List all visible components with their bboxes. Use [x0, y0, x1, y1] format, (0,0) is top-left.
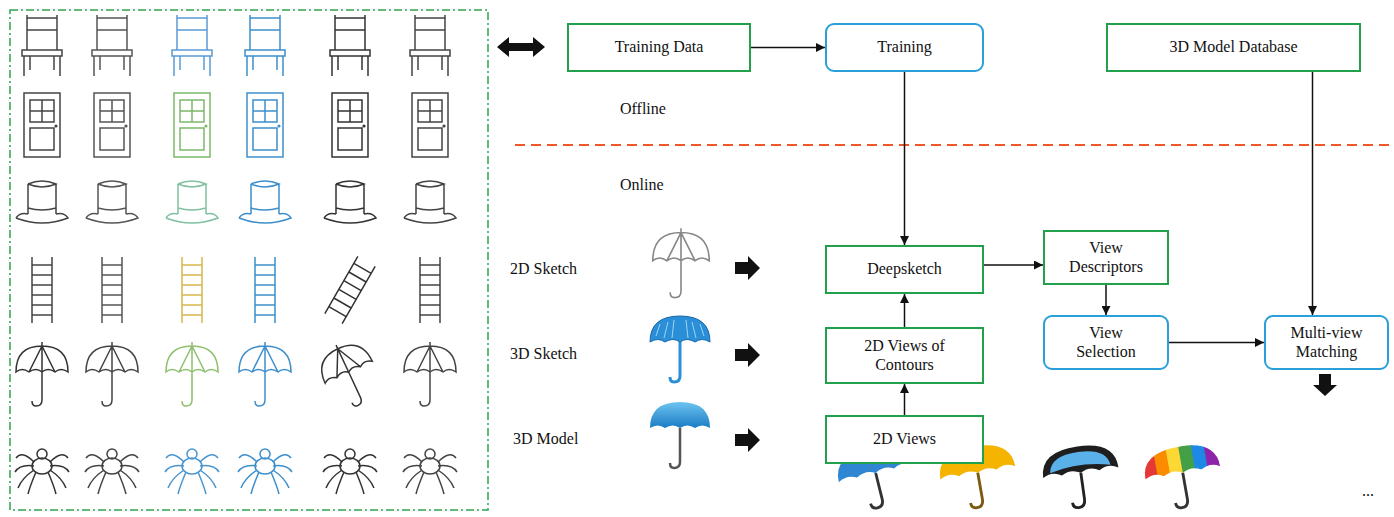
block-arrow [1313, 374, 1337, 396]
box-text: 3D Model Database [1170, 38, 1298, 56]
row-label: 3D Model [513, 430, 578, 448]
flow-arrow [904, 72, 906, 245]
process-box: View Selection [1043, 315, 1169, 370]
flow-arrow [904, 384, 906, 415]
section-label: Online [620, 176, 664, 194]
blue-sketch-umbrella [650, 316, 710, 382]
flow-arrow [984, 264, 1043, 266]
box-text: View Descriptors [1061, 239, 1151, 276]
data-box: 3D Model Database [1106, 23, 1361, 72]
data-box: 2D Views of Contours [825, 327, 984, 384]
box-text: View Selection [1066, 324, 1146, 361]
block-arrow [735, 343, 760, 367]
result-umbrella [1140, 438, 1226, 513]
divider-line [515, 144, 1394, 146]
process-box: Multi-view Matching [1264, 315, 1389, 370]
data-box: 2D Views [825, 415, 984, 464]
flow-arrow [1105, 285, 1107, 315]
dashed-panel [10, 10, 488, 510]
block-arrow [735, 256, 760, 280]
flow-arrow [1312, 72, 1314, 315]
box-text: Training Data [615, 38, 704, 56]
model-umbrella [650, 402, 710, 468]
double-arrow [497, 37, 545, 57]
row-label: 3D Sketch [510, 345, 577, 363]
ellipsis: ... [1362, 482, 1374, 500]
box-text: 2D Views [873, 430, 936, 448]
process-box: Training [825, 23, 984, 72]
flow-arrow [1169, 342, 1264, 344]
sketch-grid [15, 15, 457, 494]
sketch-umbrella [653, 228, 709, 297]
section-label: Offline [620, 100, 666, 118]
data-box: View Descriptors [1043, 230, 1169, 285]
flow-arrow [751, 47, 825, 49]
data-box: Training Data [567, 23, 751, 72]
flow-arrow [904, 294, 906, 327]
result-umbrella [1039, 441, 1123, 512]
box-text: 2D Views of Contours [855, 337, 955, 374]
box-text: Deepsketch [867, 260, 942, 278]
box-text: Training [877, 38, 932, 56]
box-text: Multi-view Matching [1285, 324, 1369, 361]
row-label: 2D Sketch [510, 260, 577, 278]
data-box: Deepsketch [825, 245, 984, 294]
block-arrow [735, 428, 760, 452]
